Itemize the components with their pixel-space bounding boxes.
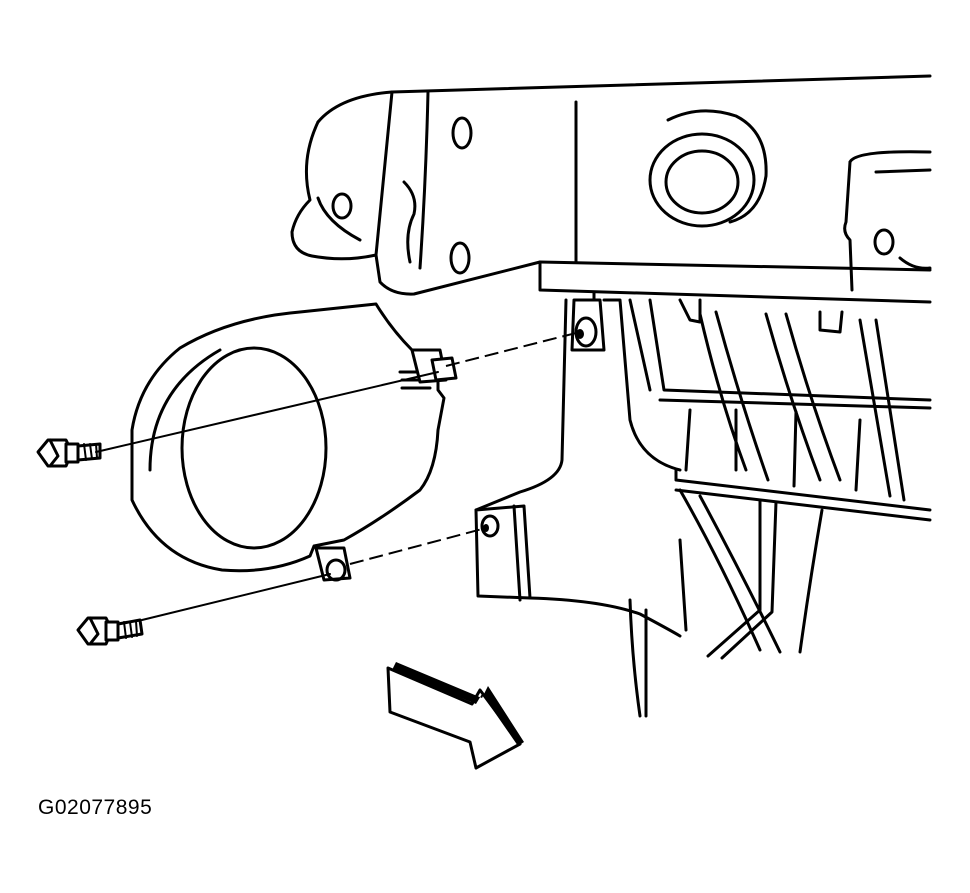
figure-id-label: G02077895 (38, 796, 153, 819)
lower-casting (474, 504, 682, 638)
upper-bolt-icon (36, 438, 102, 468)
transmission-lower (628, 298, 932, 718)
front-direction-arrow-icon (386, 662, 524, 770)
front-cover (130, 302, 458, 582)
lower-bolt-icon (76, 616, 144, 646)
oil-pan-rail (474, 260, 932, 512)
engine-block (290, 74, 932, 296)
alignment-lines (95, 331, 581, 621)
